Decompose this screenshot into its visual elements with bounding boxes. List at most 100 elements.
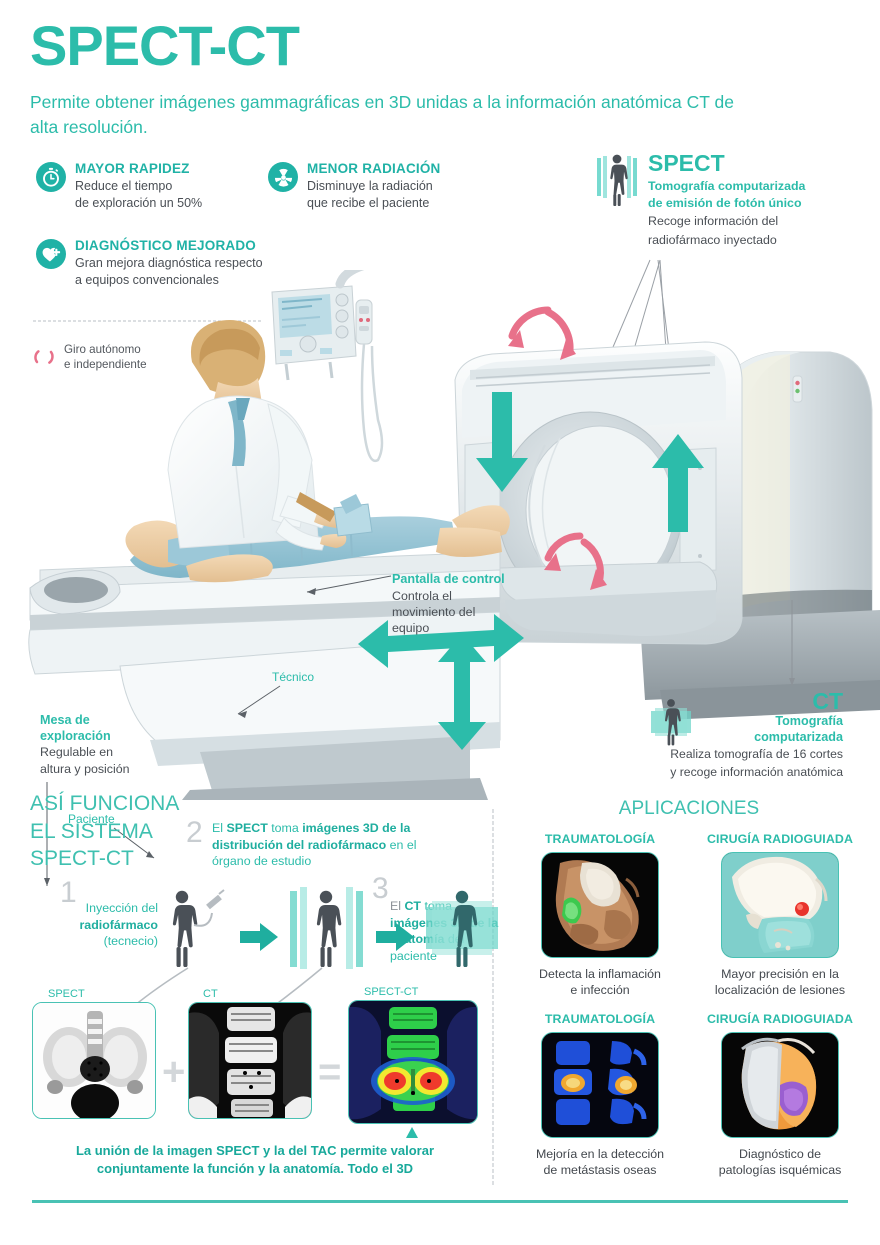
step-text-2: El SPECT toma imágenes 3D de la distribu… (212, 820, 442, 870)
text-run: CT (404, 899, 421, 913)
application-caption-line-1: Detecta la inflamación (539, 967, 661, 981)
body-figure-1 (172, 890, 198, 967)
ct-callout-gray-2: y recoge información anatómica (670, 765, 843, 780)
text-run: El (390, 899, 405, 913)
feature-diagnostico-mejorado: DIAGNÓSTICO MEJORADO Gran mejora diagnós… (36, 237, 263, 288)
conclusion-note: La unión de la imagen SPECT y la del TAC… (30, 1142, 480, 1178)
application-caption: Mejoría en la detección de metástasis os… (520, 1146, 680, 1178)
rotation-note-line-2: e independiente (64, 358, 147, 372)
application-heading: TRAUMATOLOGÍA (544, 832, 656, 846)
application-caption: Diagnóstico de patologías isquémicas (700, 1146, 860, 1178)
text-run: SPECT (226, 821, 268, 835)
conclusion-line-1: La unión de la imagen SPECT y la del TAC… (75, 1143, 435, 1158)
scan-caption-spect: SPECT (48, 988, 85, 1000)
application-caption-line-2: de metástasis oseas (543, 1163, 657, 1178)
rotation-arrowhead-4 (590, 569, 607, 590)
label-mesa-de-exploracion: Mesa de exploración Regulable en altura … (40, 713, 170, 777)
label-heading-2: exploración (40, 728, 111, 743)
rotation-arrow-pink-bottom2 (580, 538, 604, 582)
label-line-1: Regulable en (40, 745, 114, 760)
label-line-2: altura y posición (40, 761, 130, 776)
application-card-traumatologia-1: TRAUMATOLOGÍA Detecta la inflamación (520, 832, 680, 998)
feature-menor-radiacion: MENOR RADIACIÓN Disminuye la radiación q… (268, 160, 441, 211)
label-line-1: Controla el (392, 588, 452, 603)
pantalla-leader-line (306, 575, 392, 595)
application-heading: TRAUMATOLOGÍA (544, 1012, 656, 1026)
human-body-ct-icon (650, 697, 692, 749)
human-body-scan-icon (595, 152, 639, 210)
how-title-line-1: ASÍ FUNCIONA (30, 792, 180, 815)
step-number-2: 2 (186, 816, 203, 849)
application-caption-line-2: localización de lesiones (714, 983, 846, 998)
application-card-cirugia-1: CIRUGÍA RADIOGUIADA (700, 832, 860, 998)
flow-arrow-2 (376, 923, 414, 951)
ct-scan-image (188, 1002, 312, 1119)
application-caption-line-1: Mejoría en la detección (535, 1147, 665, 1161)
ct-callout-teal-1: Tomografía (775, 714, 843, 728)
spect-callout-title: SPECT (648, 150, 725, 176)
how-title-line-2: EL SISTEMA (30, 819, 153, 843)
fused-pointer-triangle (406, 1127, 418, 1138)
ct-leader-line (789, 600, 795, 686)
rotation-arrowhead-3 (544, 553, 561, 571)
label-text: Técnico (272, 670, 315, 684)
spect-gantry (454, 341, 743, 645)
skull-3d-render-image (721, 852, 839, 958)
text-run: Inyección del (85, 901, 158, 915)
ct-callout-title: CT (812, 688, 843, 714)
feature-heading: MENOR RADIACIÓN (307, 161, 441, 176)
stopwatch-icon (36, 162, 66, 192)
spine-metastasis-image (541, 1032, 659, 1138)
feature-line-2: de exploración un 50% (75, 195, 203, 210)
application-card-cirugia-2: CIRUGÍA RADIOGUIADA Diagnóstico de patol… (700, 1012, 860, 1178)
rotation-arrow-pink-top (508, 306, 552, 340)
arrow-down-teal (476, 392, 528, 492)
feature-line-2: a equipos convencionales (75, 272, 219, 287)
control-monitor (271, 270, 384, 463)
label-line-3: equipo (392, 620, 430, 635)
equals-operator: = (318, 1050, 342, 1094)
machine-scene-svg (28, 270, 880, 800)
application-caption-line-2: patologías isquémicas (718, 1163, 842, 1178)
rotation-arrow-pink-bottom (544, 532, 584, 562)
bottom-section: ASÍ FUNCIONA EL SISTEMA SPECT-CT 1 2 3 I… (0, 790, 880, 1190)
step-text-1: Inyección del radiofármaco (tecnecio) (18, 900, 158, 950)
flow-arrow-1 (240, 923, 278, 951)
label-pantalla-de-control: Pantalla de control Controla el movimien… (392, 572, 505, 636)
feature-line-1: Reduce el tiempo (75, 179, 173, 193)
text-run: radiofármaco (79, 917, 158, 932)
ct-callout-teal-2: computarizada (754, 730, 843, 745)
rotation-note: Giro autónomo e independiente (32, 342, 147, 372)
text-run: (tecnecio) (103, 934, 158, 948)
text-run: en el órgano de estudio (212, 837, 417, 869)
application-heading: CIRUGÍA RADIOGUIADA (707, 1012, 853, 1026)
how-it-works-title: ASÍ FUNCIONA EL SISTEMA SPECT-CT (30, 790, 179, 873)
application-caption-line-1: Mayor precisión en la (721, 967, 839, 981)
radiation-icon (268, 162, 298, 192)
spect-callout-gray-1: Recoge información del (648, 214, 779, 228)
scan-caption-spect-ct: SPECT-CT (364, 986, 419, 998)
rotation-arrowhead-1 (508, 330, 524, 348)
feature-mayor-rapidez: MAYOR RAPIDEZ Reduce el tiempo de explor… (36, 160, 202, 211)
feature-line-2: que recibe el paciente (307, 195, 430, 210)
ct-callout-gray-1: Realiza tomografía de 16 cortes (670, 747, 843, 762)
dotted-divider (32, 320, 262, 322)
spect-callout-gray-2: radiofármaco inyectado (648, 232, 777, 247)
application-caption-line-1: Diagnóstico de (739, 1147, 821, 1161)
paciente-leader-line (113, 827, 155, 859)
spect-scan-image (32, 1002, 156, 1119)
label-tecnico: Técnico (272, 670, 314, 684)
conclusion-line-2: conjuntamente la función y la anatomía. … (96, 1161, 414, 1177)
how-title-line-3: SPECT-CT (30, 847, 134, 871)
feature-heading: DIAGNÓSTICO MEJORADO (75, 238, 257, 253)
application-caption: Detecta la inflamación e infección (520, 966, 680, 998)
rotation-note-line-1: Giro autónomo (64, 343, 141, 356)
step-number-3: 3 (372, 872, 389, 905)
syringe-icon (193, 889, 225, 927)
spect-ct-machine-illustration: Pantalla de control Controla el movimien… (0, 270, 880, 886)
heart-plus-icon (36, 239, 66, 269)
mesa-leader-line (44, 782, 50, 886)
spect-callout-teal-1: Tomografía computarizada (648, 179, 806, 193)
application-caption: Mayor precisión en la localización de le… (700, 966, 860, 998)
page-title: SPECT-CT (30, 14, 300, 77)
